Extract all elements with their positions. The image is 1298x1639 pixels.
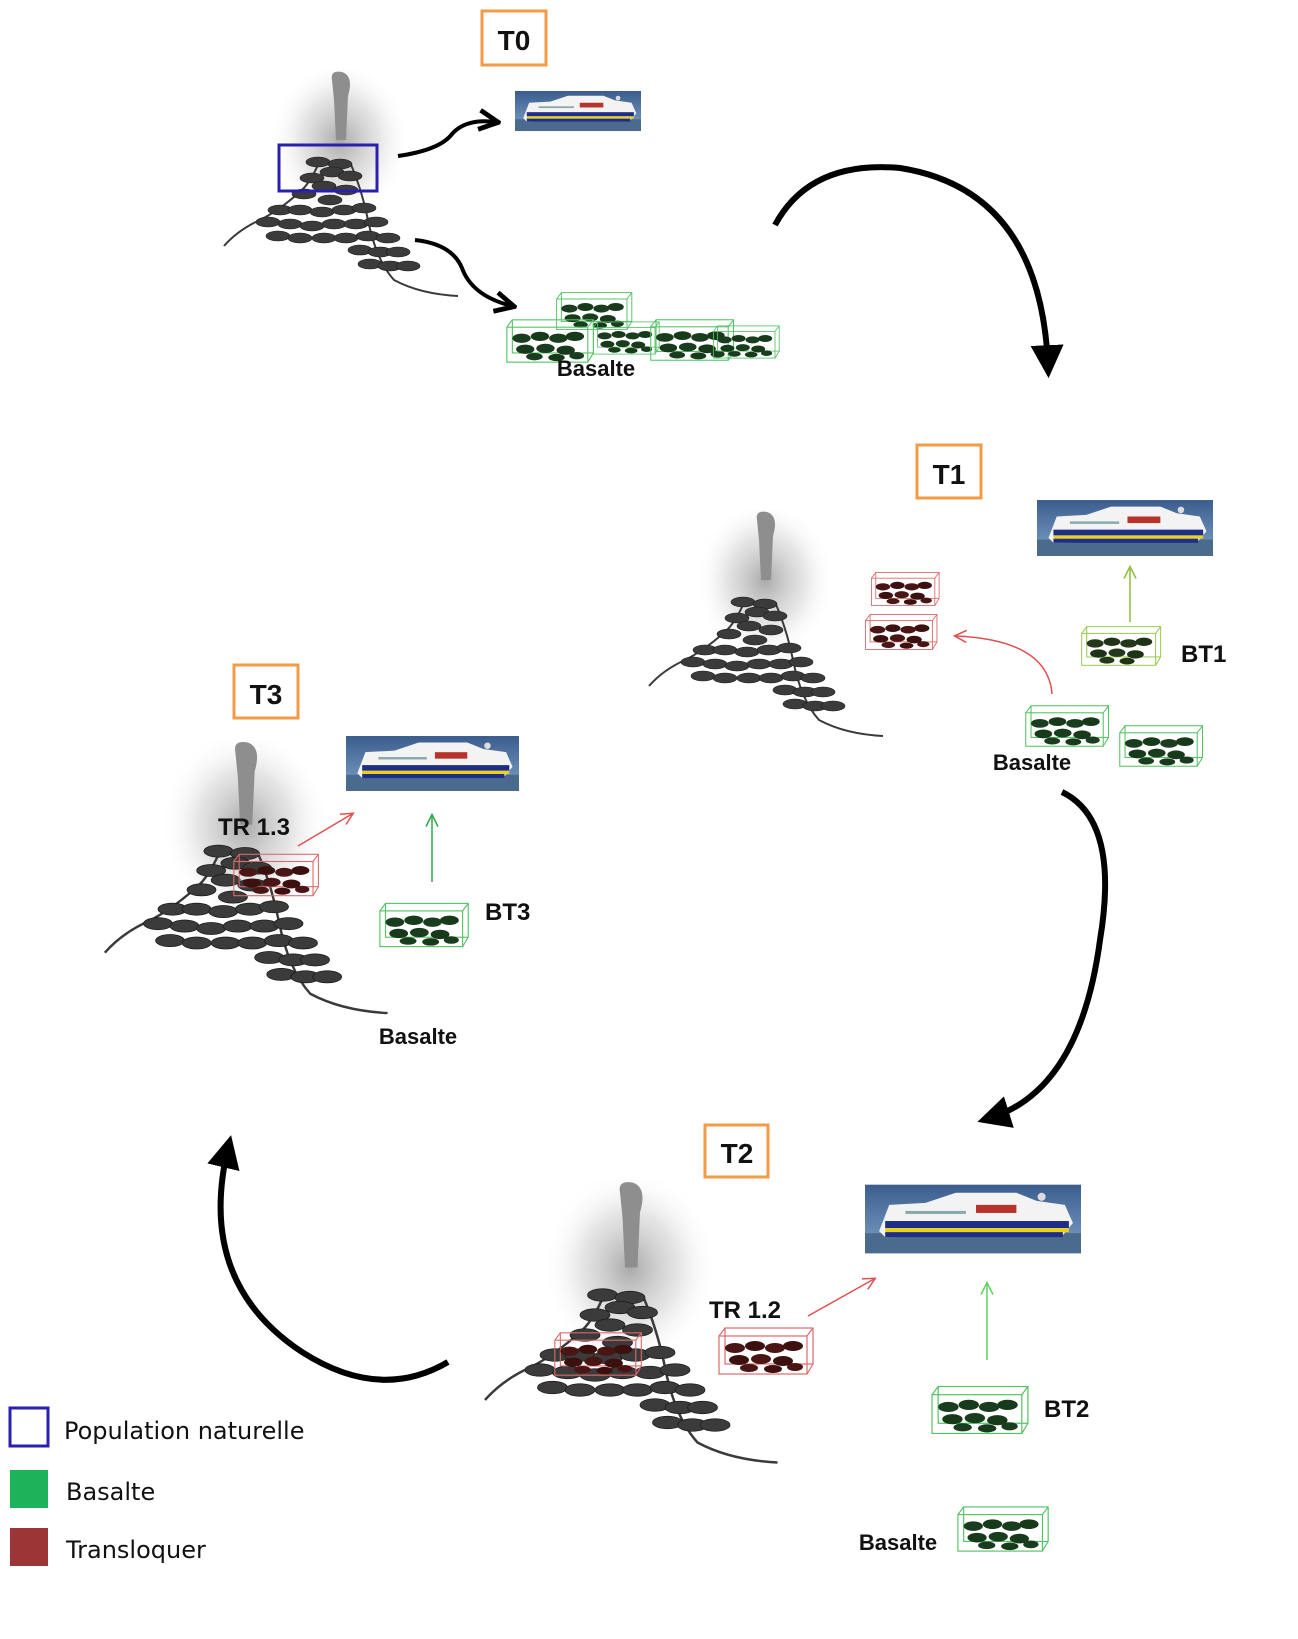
basalte-box-icon — [957, 1506, 1049, 1552]
stage-t1-box — [915, 443, 983, 500]
cycle-arrows — [207, 164, 1109, 1383]
stage-t2-box — [703, 1123, 770, 1179]
label-tr13: TR 1.3 — [218, 814, 290, 841]
label-basalte-t1: Basalte — [993, 750, 1071, 775]
legend-swatch-basalte — [10, 1470, 48, 1508]
legend-label-basalte: Basalte — [66, 1478, 155, 1506]
basalte-box-icon — [931, 1385, 1029, 1435]
stage-t1: T1 BT1 Basalte — [648, 443, 1226, 775]
basalte-box-icon — [379, 902, 469, 948]
stage-t3-box — [232, 663, 300, 720]
label-basalte-t3: Basalte — [379, 1024, 457, 1049]
basalte-box-icon — [1081, 626, 1162, 666]
arrow-tr13-to-ship — [297, 814, 352, 847]
legend: Population naturelle Basalte Transloquer — [8, 1406, 304, 1566]
label-bt1: BT1 — [1181, 641, 1226, 668]
stage-t2: T2 TR 1.2 BT2 Basalte — [483, 1123, 1089, 1555]
stage-t0: T0 Basalte — [223, 9, 780, 381]
transloquer-box-icon — [718, 1327, 814, 1375]
ship-photo-icon — [515, 90, 641, 132]
basalte-box-icon — [556, 292, 633, 330]
legend-swatch-transloquer — [10, 1528, 48, 1566]
arrow-sample-to-ship — [397, 121, 496, 158]
ship-photo-icon — [1037, 500, 1213, 556]
stage-t2-label: T2 — [721, 1138, 754, 1169]
ship-photo-icon — [346, 736, 519, 791]
basalte-box-icon — [1025, 705, 1110, 747]
label-bt2: BT2 — [1044, 1396, 1089, 1423]
cycle-arrow-t1-to-t2 — [977, 789, 1109, 1128]
label-bt3: BT3 — [485, 899, 530, 926]
natural-population-marker — [277, 143, 379, 193]
hydrothermal-vent-icon — [648, 510, 884, 737]
stage-t0-label: T0 — [498, 25, 531, 56]
label-basalte-t2: Basalte — [859, 1530, 937, 1555]
legend-swatch-natural-population — [8, 1406, 50, 1448]
arrow-tr12-to-ship — [807, 1279, 874, 1317]
transloquer-box-icon — [864, 613, 938, 651]
legend-label-transloquer: Transloquer — [65, 1536, 206, 1564]
cycle-arrow-t0-to-t1 — [772, 164, 1064, 379]
ship-photo-icon — [865, 1184, 1081, 1254]
stage-t3-label: T3 — [250, 679, 283, 710]
label-basalte-t0: Basalte — [557, 356, 635, 381]
stage-t0-box — [480, 9, 548, 67]
cycle-arrow-t2-to-t3 — [207, 1135, 450, 1383]
legend-label-natural-population: Population naturelle — [64, 1417, 304, 1445]
stage-t1-label: T1 — [933, 459, 966, 490]
transloquer-box-icon — [870, 571, 940, 607]
stage-t3: T3 TR 1.3 BT3 Basalte — [102, 663, 530, 1049]
arrow-basalte-to-transloquer — [956, 636, 1053, 695]
basalte-box-icon — [1119, 725, 1204, 767]
hydrothermal-vent-icon — [223, 70, 459, 297]
label-tr12: TR 1.2 — [709, 1297, 781, 1324]
arrow-sample-to-basalte — [414, 238, 512, 306]
